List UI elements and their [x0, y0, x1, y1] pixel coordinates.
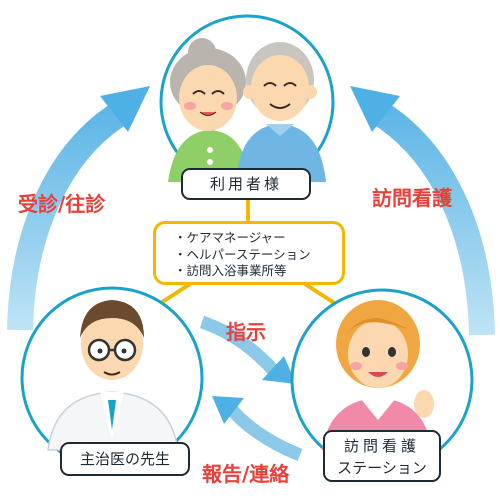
support-services-list: ケアマネージャー ヘルパーステーション 訪問入浴事業所等: [174, 230, 342, 280]
home-nursing-arrow: [350, 86, 495, 336]
support-services-box: ケアマネージャー ヘルパーステーション 訪問入浴事業所等: [153, 221, 345, 285]
doctor-icon: [47, 300, 179, 451]
instruction-label: 指示: [226, 320, 266, 344]
report-label: 報告/連絡: [202, 462, 290, 486]
nursing-station-label-line2: ステーション: [337, 459, 427, 477]
nursing-station-label: 訪問看護 ステーション: [323, 430, 441, 482]
nursing-station-label-line1: 訪問看護: [343, 437, 420, 455]
report-arrow: [212, 396, 303, 462]
consultation-label: 受診/往診: [18, 192, 106, 216]
support-item: 訪問入浴事業所等: [174, 263, 342, 280]
elderly-couple-icon: [168, 38, 326, 182]
home-nursing-label: 訪問看護: [372, 186, 452, 210]
consultation-arrow: [7, 86, 150, 331]
patient-label: 利用者様: [181, 168, 311, 200]
doctor-label: 主治医の先生: [60, 442, 190, 476]
instruction-arrow: [199, 315, 296, 384]
support-item: ケアマネージャー: [174, 230, 342, 247]
doctor-node: [20, 286, 204, 470]
support-item: ヘルパーステーション: [174, 247, 342, 264]
patient-node: [159, 14, 335, 190]
